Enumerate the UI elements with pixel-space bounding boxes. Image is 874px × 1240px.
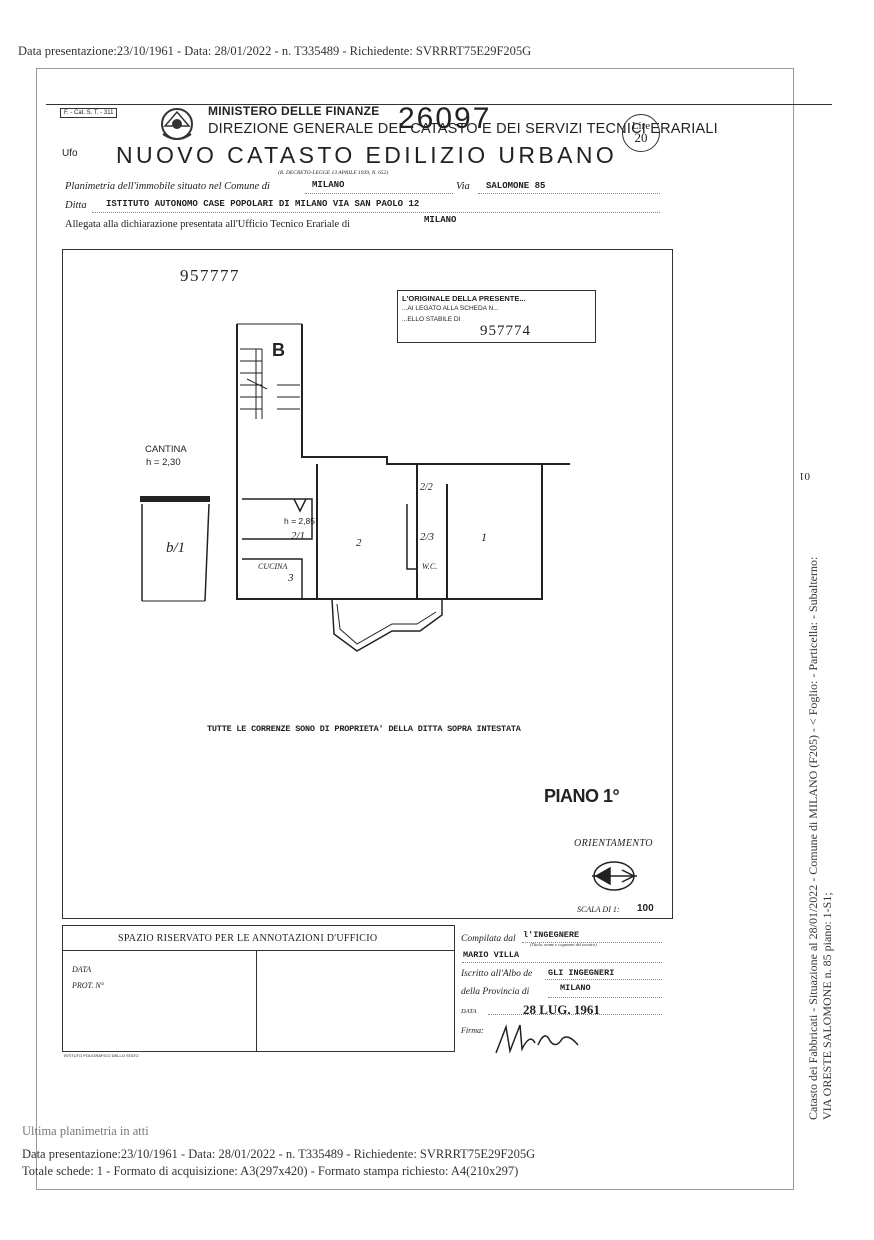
direction-name: DIREZIONE GENERALE DEL CATASTO E DEI SER… bbox=[208, 121, 718, 137]
allegata-label: Allegata alla dichiarazione presentata a… bbox=[65, 219, 351, 230]
wc-label: W.C. bbox=[422, 562, 438, 571]
side-cadastral-info: Catasto dei Fabbricati - Situazione al 2… bbox=[806, 557, 834, 1120]
footer-line-1: Data presentazione:23/10/1961 - Data: 28… bbox=[22, 1147, 536, 1161]
side-fragment: 01 bbox=[799, 470, 810, 482]
side-line-1: Catasto dei Fabbricati - Situazione al 2… bbox=[806, 556, 820, 1120]
price-label: Lire bbox=[631, 120, 651, 132]
date-line bbox=[488, 1014, 662, 1015]
albo-label: Iscritto all'Albo de bbox=[461, 969, 533, 979]
orientation-label: ORIENTAMENTO bbox=[574, 838, 653, 849]
compiled-date: 28 LUG. 1961 bbox=[523, 1002, 600, 1017]
compiled-hint: (Titolo, nome e cognome del tecnico) bbox=[530, 942, 597, 947]
law-reference: (R. DECRETO-LEGGE 13 APRILE 1939, N. 652… bbox=[278, 170, 389, 176]
price-value: 20 bbox=[634, 130, 648, 145]
room-2-1: 2/1 bbox=[291, 530, 306, 542]
original-stamp: L'ORIGINALE DELLA PRESENTE... ...AI LEGA… bbox=[397, 290, 596, 343]
annotation-prot-label: PROT. N° bbox=[72, 981, 104, 990]
form-title: NUOVO CATASTO EDILIZIO URBANO bbox=[116, 142, 618, 168]
price-stamp: Lire 20 bbox=[622, 114, 660, 152]
annotations-split bbox=[256, 951, 257, 1051]
stair-label: B bbox=[272, 340, 285, 360]
ditta-label: Ditta bbox=[65, 200, 87, 211]
compiled-title: l'INGEGNERE bbox=[523, 930, 580, 940]
scale-label: SCALA DI 1: bbox=[577, 905, 620, 914]
stamp-line-3: ...ELLO STABILE DI bbox=[402, 316, 461, 323]
ditta-line bbox=[92, 212, 660, 213]
comune-value: MILANO bbox=[312, 180, 345, 190]
form-top-rule bbox=[46, 104, 832, 105]
albo-value: GLI INGEGNERI bbox=[548, 968, 615, 978]
floor-level: PIANO 1° bbox=[544, 786, 620, 806]
stamp-number: 26097 bbox=[398, 102, 492, 135]
albo-line bbox=[545, 979, 662, 980]
compass-icon bbox=[592, 861, 637, 891]
floor-plan-area bbox=[62, 249, 673, 919]
side-line-2: VIA ORESTE SALOMONE n. 85 piano: 1-S1; bbox=[820, 892, 834, 1120]
cellar-number: b/1 bbox=[166, 540, 186, 556]
office-annotations-box bbox=[62, 925, 455, 1052]
room-2-2: 2/2 bbox=[420, 482, 433, 493]
annotations-title: SPAZIO RISERVATO PER LE ANNOTAZIONI D'UF… bbox=[118, 933, 378, 944]
ditta-value: ISTITUTO AUTONOMO CASE POPOLARI DI MILAN… bbox=[106, 199, 420, 209]
plan-code: 957777 bbox=[180, 266, 240, 285]
provincia-value: MILANO bbox=[560, 983, 591, 993]
room-3: 3 bbox=[288, 572, 294, 584]
document-frame bbox=[36, 68, 794, 1190]
room-2-3: 2/3 bbox=[420, 531, 435, 543]
room-1: 1 bbox=[481, 530, 487, 544]
room-2: 2 bbox=[356, 537, 362, 549]
via-value: SALOMONE 85 bbox=[486, 181, 546, 191]
planimetria-label: Planimetria dell'immobile situato nel Co… bbox=[65, 181, 270, 192]
printer-credit: ISTITUTO POLIGRAFICO DELLO STATO bbox=[64, 1053, 139, 1058]
scale-value: 100 bbox=[637, 903, 654, 914]
annotation-date-label: DATA bbox=[72, 965, 92, 974]
stamp-number-value: 957774 bbox=[480, 323, 531, 339]
compiled-label: Compilata dal bbox=[461, 934, 516, 944]
footer-line-2: Totale schede: 1 - Formato di acquisizio… bbox=[22, 1164, 519, 1178]
stamp-line-1: L'ORIGINALE DELLA PRESENTE... bbox=[402, 294, 526, 303]
footer-last-plan: Ultima planimetria in atti bbox=[22, 1124, 149, 1138]
annotations-divider bbox=[62, 950, 454, 951]
title-prefix: Ufo bbox=[62, 148, 78, 159]
via-line bbox=[478, 193, 660, 194]
room-height: h = 2,85 bbox=[284, 516, 315, 526]
ownership-note: TUTTE LE CORRENZE SONO DI PROPRIETA' DEL… bbox=[207, 724, 521, 734]
provincia-label: della Provincia di bbox=[461, 987, 530, 997]
state-emblem-icon bbox=[161, 108, 193, 140]
header-submission-info: Data presentazione:23/10/1961 - Data: 28… bbox=[18, 44, 532, 58]
stamp-line-2: ...AI LEGATO ALLA SCHEDA N... bbox=[402, 305, 499, 312]
signature-icon bbox=[495, 1024, 579, 1054]
provincia-line bbox=[548, 997, 662, 998]
engineer-name: MARIO VILLA bbox=[463, 950, 520, 960]
cucina-label: CUCINA bbox=[258, 562, 288, 571]
signature-label: Firma: bbox=[461, 1026, 484, 1035]
ministry-name: MINISTERO DELLE FINANZE bbox=[208, 104, 380, 118]
engineer-line bbox=[462, 962, 662, 963]
floor-plan-drawing bbox=[140, 323, 637, 891]
compiled-date-label: DATA bbox=[461, 1008, 477, 1015]
comune-line bbox=[305, 193, 453, 194]
form-model-code: F. - Cat. S. T. - 311 bbox=[60, 108, 118, 118]
cantina-label: CANTINA bbox=[145, 444, 187, 455]
cantina-height: h = 2,30 bbox=[146, 457, 181, 468]
ufficio-value: MILANO bbox=[424, 215, 457, 225]
via-label: Via bbox=[456, 181, 470, 192]
compiled-line bbox=[522, 942, 662, 943]
